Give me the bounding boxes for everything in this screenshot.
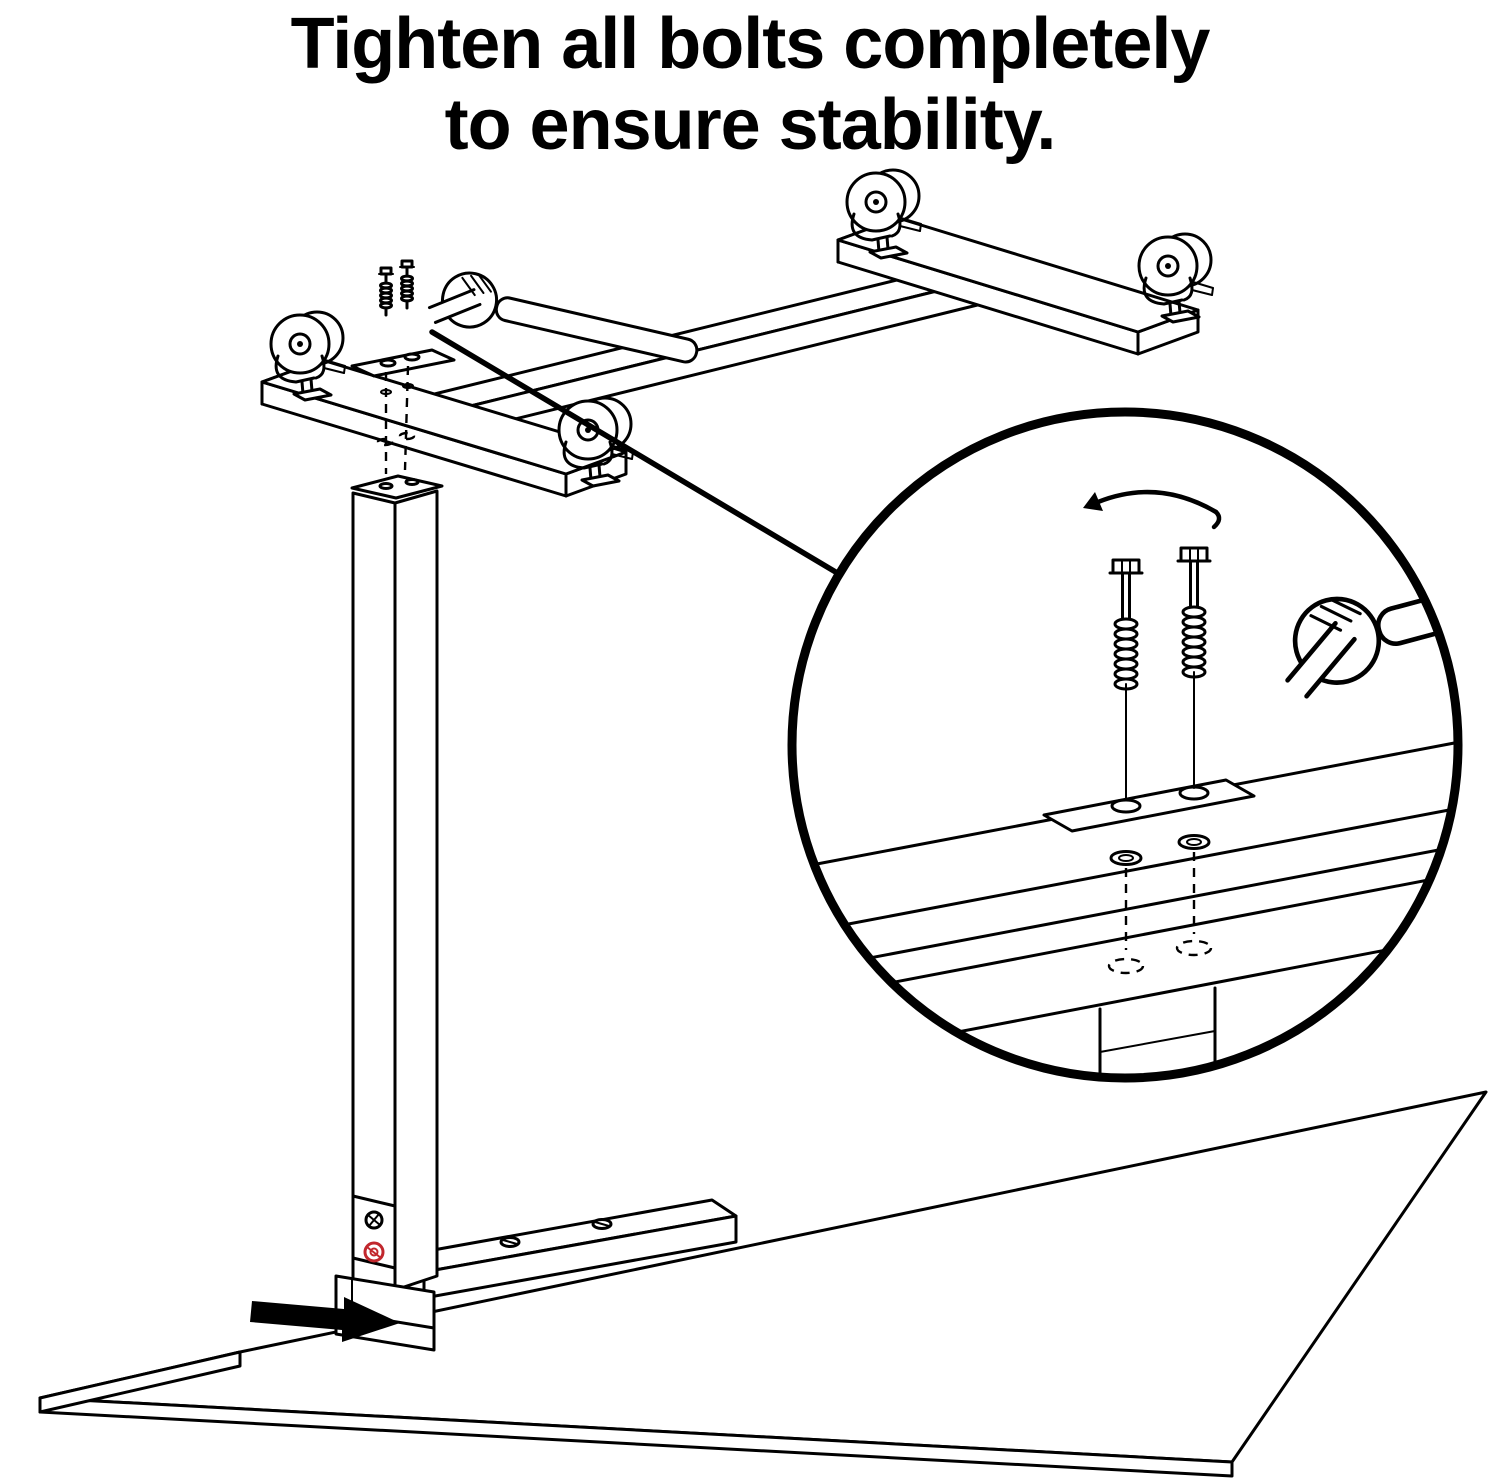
column-screw [364,1210,384,1230]
foot-rail-screw [591,1218,613,1230]
left-crossbar [260,358,628,498]
hanger-bolt-icon [398,259,416,310]
instruction-title-line2: to ensure stability. [444,84,1057,165]
rotation-arrow-icon [1083,489,1222,530]
alignment-guides [376,365,416,474]
column-bracket [351,1194,397,1270]
instruction-title: Tighten all bolts completely to ensure s… [0,4,1500,165]
washer-icon [1109,850,1143,866]
foot-rail-screw [499,1236,521,1248]
desktop-surface [38,1090,1488,1478]
hanger-bolt-icon [377,266,395,317]
washer-icon [1177,834,1211,850]
column-top-plate [350,474,444,500]
magnifier-circle [787,407,1463,1083]
mounting-plate-zoom [1042,778,1256,833]
magnifier-inset [787,407,1463,1083]
highlighted-screw [363,1241,385,1263]
pointer-arrow-icon [250,1297,400,1342]
riser-column [350,474,444,1292]
callout-line [429,329,842,577]
instruction-title-line1: Tighten all bolts completely [290,4,1211,84]
